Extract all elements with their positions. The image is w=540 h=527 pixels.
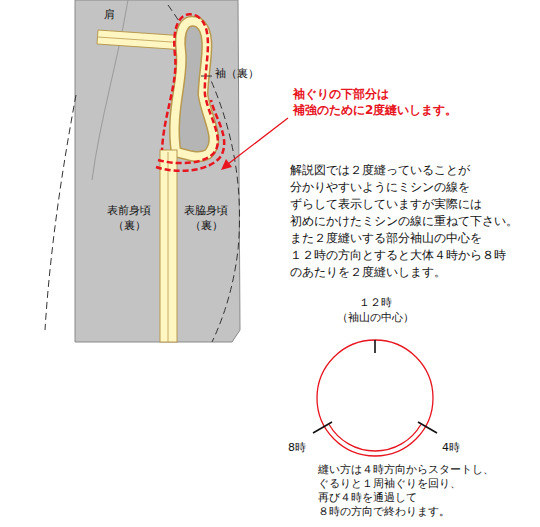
callout-arrow	[228, 118, 288, 164]
stitch-line	[156, 100, 224, 171]
tape-fold	[168, 152, 169, 342]
fabric-edge	[92, 0, 128, 180]
armhole-circle	[317, 340, 433, 456]
clock-label: 4時	[436, 441, 466, 456]
part-name: 表前身頃 （裏）	[100, 204, 158, 234]
arrow-head	[221, 159, 232, 170]
tick-mark	[313, 422, 332, 433]
stitch-line	[158, 14, 218, 163]
note-text: 縫い方は４時方向からスタートし、 ぐるりと１周袖ぐりを回り、 再び４時を通過して…	[318, 462, 528, 518]
part-name: 肩	[104, 8, 134, 23]
fabric-body	[75, 0, 240, 342]
note-text: 袖ぐりの下部分は 補強のために2度縫いします。	[293, 86, 473, 118]
bias-tape	[97, 30, 186, 50]
tape-fold	[98, 37, 186, 43]
pattern-line	[168, 5, 240, 342]
note-text: 解説図では２度縫っていることが 分かりやすいようにミシンの線を ずらして表示して…	[290, 162, 532, 281]
pattern-line	[45, 95, 76, 330]
part-name: 表脇身頃 （裏）	[180, 204, 232, 234]
double-stitch-arc	[329, 425, 421, 452]
tick-mark	[374, 340, 376, 353]
clock-label: 8時	[282, 441, 312, 456]
clock-label: （袖山の中心）	[315, 311, 435, 326]
tick-mark	[418, 422, 437, 433]
bias-tape	[160, 150, 177, 342]
clock-label: １２時	[335, 296, 415, 311]
part-name: 袖（裏）	[215, 67, 275, 82]
